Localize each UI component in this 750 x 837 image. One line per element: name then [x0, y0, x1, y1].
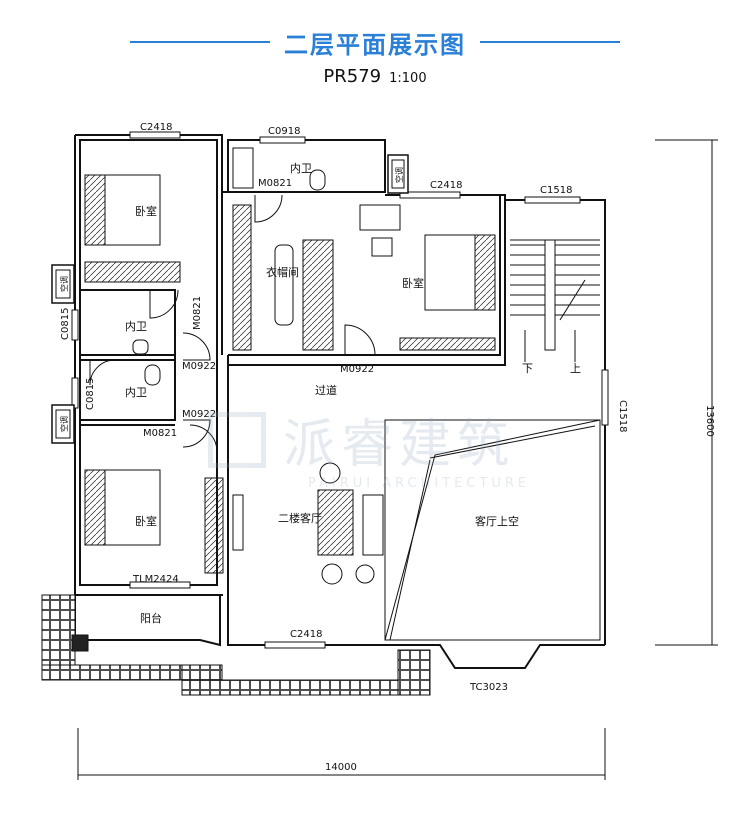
windows	[71, 131, 609, 649]
title-rule-right	[480, 41, 620, 43]
label-m0821-lower: M0821	[143, 428, 177, 439]
dimension-depth: 13600	[704, 405, 715, 437]
room-label-bedroom-right: 卧室	[402, 276, 424, 290]
room-label-bedroom-bottom-left: 卧室	[135, 514, 157, 528]
ac-unit-left-upper	[51, 264, 75, 304]
label-c0918: C0918	[268, 126, 300, 137]
label-c1518-right: C1518	[617, 400, 628, 432]
stair-labels: 下 上	[522, 362, 581, 375]
label-tlm2424: TLM2424	[132, 574, 179, 585]
walls	[74, 134, 606, 669]
room-label-closet: 衣帽间	[266, 265, 299, 279]
coffee-table	[317, 489, 354, 556]
page-title: 二层平面展示图	[284, 31, 466, 59]
room-label-balcony: 阳台	[140, 611, 162, 625]
dimension-labels: 14000 13600	[325, 405, 715, 773]
room-label-bath-left-upper: 内卫	[125, 319, 147, 333]
ac-unit-left-lower	[51, 404, 75, 444]
doors	[89, 194, 376, 453]
label-c0815-upper: C0815	[60, 308, 71, 340]
ac-label-left-lower: 空调	[59, 416, 69, 432]
opening-labels: C2418 C0918 M0821 C2418 C1518 M0922 M092…	[60, 122, 628, 693]
ac-labels: 空调 空调 空调	[59, 167, 404, 432]
dimension-lines	[77, 139, 718, 780]
label-m0922-corridor: M0922	[340, 364, 374, 375]
room-labels: 卧室 内卫 衣帽间 卧室 内卫 内卫 过道 卧室 二楼客厅 客厅上空 阳台	[125, 161, 519, 625]
bath-top-walls	[227, 139, 386, 193]
label-m0821-top: M0821	[258, 178, 292, 189]
label-m0922-left-upper: M0922	[182, 361, 216, 372]
room-label-void: 客厅上空	[475, 514, 519, 528]
ac-label-left-upper: 空调	[59, 276, 69, 292]
dimension-width: 14000	[325, 762, 357, 773]
label-c2418-top-left: C2418	[140, 122, 172, 133]
plan-code: PR579	[323, 66, 382, 87]
title-bar: 二层平面展示图	[0, 25, 750, 59]
staircase	[510, 239, 600, 362]
label-c2418-bottom: C2418	[290, 629, 322, 640]
room-label-bath-top: 内卫	[290, 161, 312, 175]
ac-unit-top	[387, 154, 409, 194]
title-rule-left	[130, 41, 270, 43]
living-furniture	[232, 462, 384, 585]
beds	[84, 174, 496, 546]
room-label-living: 二楼客厅	[278, 511, 322, 525]
closet-racks	[84, 204, 334, 574]
wall-south	[227, 355, 605, 669]
label-m0922-left-lower: M0922	[182, 409, 216, 420]
paving	[41, 594, 431, 696]
plan-scale: 1:100	[389, 71, 427, 86]
room-label-corridor: 过道	[315, 383, 337, 397]
void-area	[384, 419, 601, 641]
label-tc3023: TC3023	[469, 682, 508, 693]
label-m0821-right: M0821	[192, 296, 203, 330]
room-label-bedroom-top-left: 卧室	[135, 204, 157, 218]
stair-label-up: 上	[570, 362, 581, 375]
plan-subtitle: PR579 1:100	[0, 66, 750, 87]
ac-units	[51, 154, 409, 444]
label-c2418-right-bedroom: C2418	[430, 180, 462, 191]
label-c0815-lower: C0815	[85, 378, 96, 410]
ac-label-top: 空调	[394, 167, 404, 183]
stair-label-down: 下	[522, 362, 533, 375]
label-c1518-top: C1518	[540, 185, 572, 196]
room-label-bath-left-lower: 内卫	[125, 385, 147, 399]
